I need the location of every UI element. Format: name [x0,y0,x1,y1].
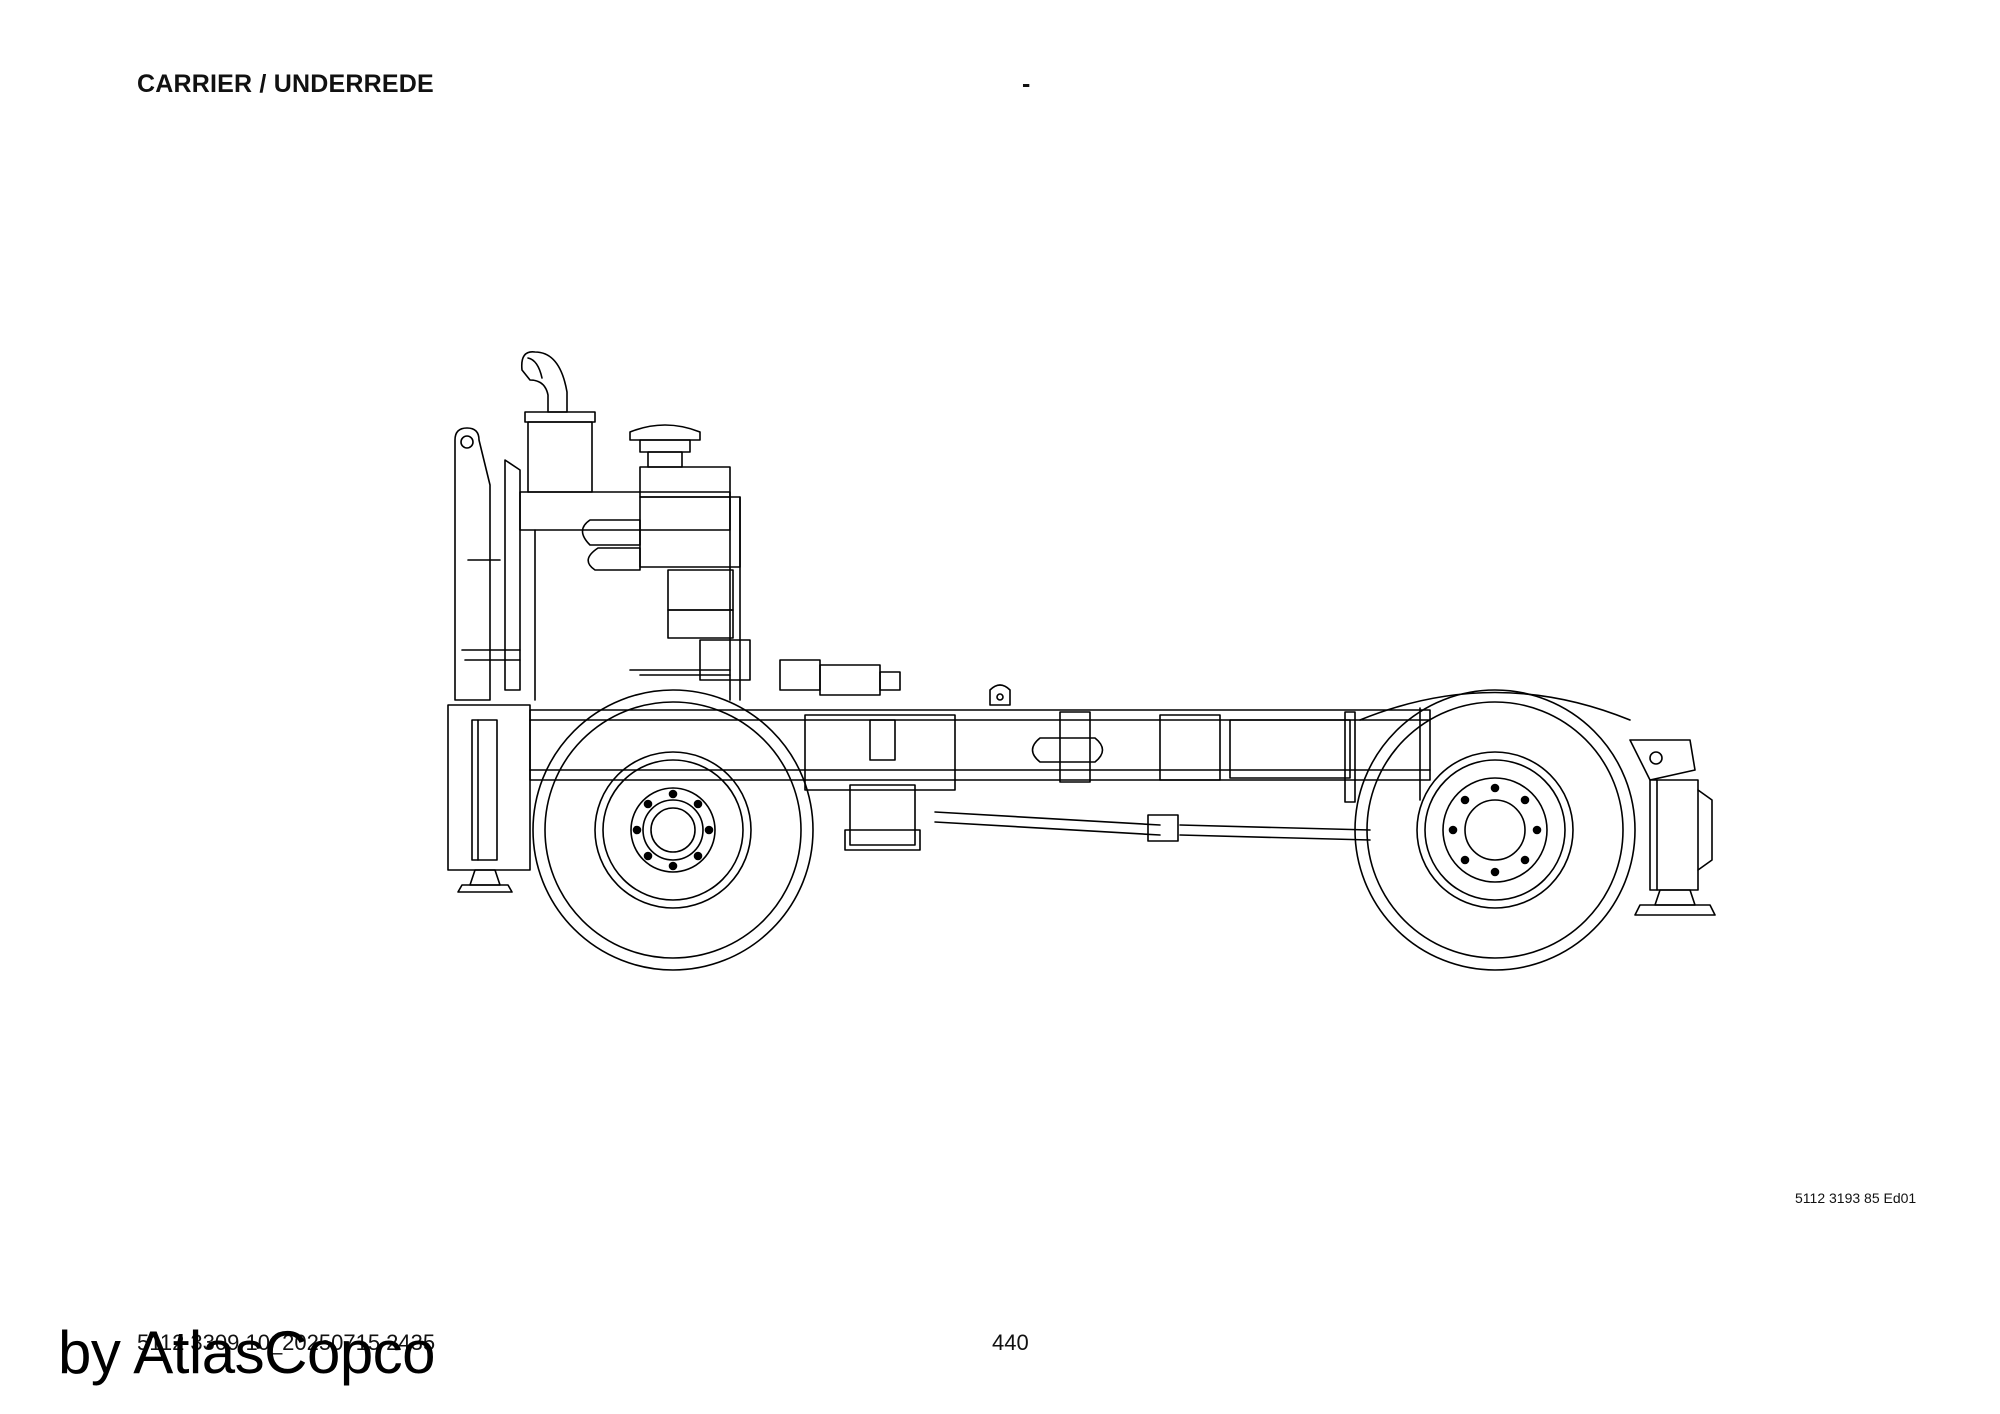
drawing-code: 5112 3193 85 Ed01 [1795,1190,1917,1206]
front-wheel [533,690,813,970]
page-number: 440 [992,1330,1029,1355]
rear-wheel [1355,690,1635,970]
front-upright [448,428,530,892]
header-dash: - [1022,70,1031,98]
exhaust-stack [520,352,730,530]
rear-wheel-lugs [1450,785,1541,876]
engine-block [535,425,900,700]
drive-line [845,785,1370,850]
rear-outrigger [1630,740,1715,915]
front-wheel-lugs [634,791,713,870]
page-title: CARRIER / UNDERREDE [137,70,434,98]
chassis-frame [530,685,1430,802]
document-id: 5112 3309 10_20250715 2435 [137,1330,436,1355]
watermark: by AtlasCopco [58,1319,436,1386]
